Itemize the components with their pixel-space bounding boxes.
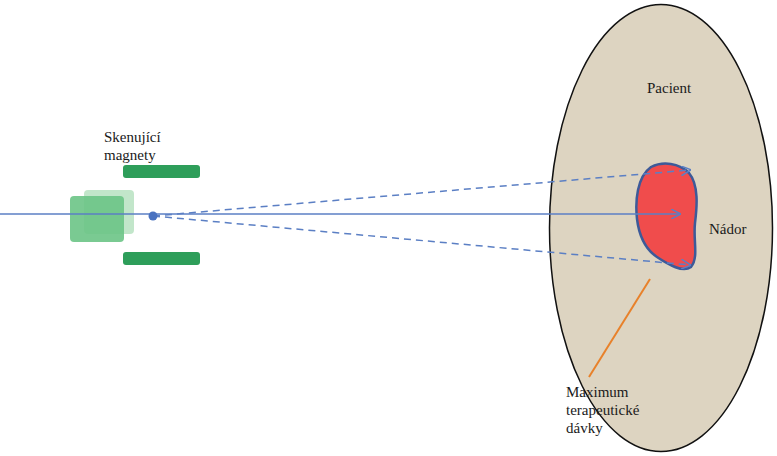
scan-line [153, 170, 690, 216]
node-label: Pacient [647, 79, 691, 97]
magnet-caption: Skenující magnety [104, 128, 186, 164]
pivot-dot [149, 212, 158, 221]
dose-callout: Maximum terapeutické dávky [566, 383, 666, 437]
magnet-bar [123, 252, 200, 265]
magnet-block [70, 196, 124, 242]
beam-line [0, 213, 680, 215]
tumor-outline [633, 161, 763, 276]
leader-line [589, 279, 650, 377]
node-label: Nádor [709, 220, 747, 238]
tumor: Nádor [633, 161, 763, 276]
scan-line [153, 216, 690, 265]
magnet-bar [123, 165, 200, 178]
